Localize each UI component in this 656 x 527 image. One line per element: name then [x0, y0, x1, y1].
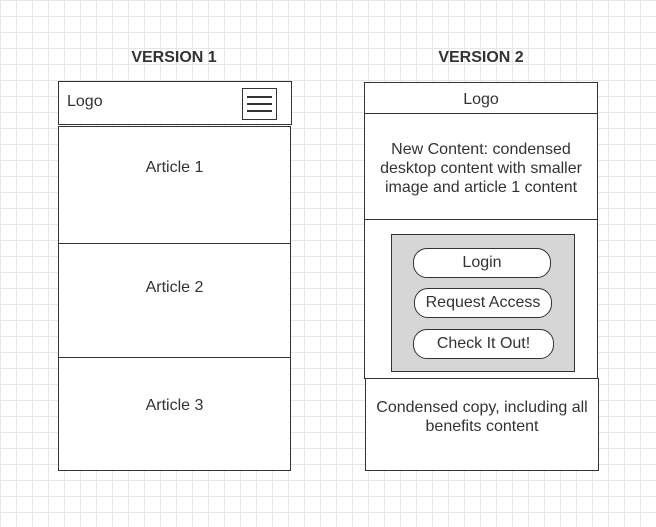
version-1-heading: VERSION 1	[131, 49, 217, 66]
v2-new-content-box: New Content: condensed desktop content w…	[364, 113, 598, 220]
cta-button-panel: Login Request Access Check It Out!	[391, 234, 575, 372]
v1-article-1: Article 1	[58, 126, 291, 244]
v1-article-3: Article 3	[58, 357, 291, 471]
new-content-text: New Content: condensed desktop content w…	[380, 141, 582, 196]
request-access-button[interactable]: Request Access	[414, 288, 552, 318]
v1-article-2: Article 2	[58, 243, 291, 358]
login-button[interactable]: Login	[413, 248, 551, 278]
v1-header-bar: Logo	[58, 81, 292, 125]
article-2-label: Article 2	[145, 279, 204, 296]
hamburger-menu-icon[interactable]	[242, 88, 277, 120]
article-3-label: Article 3	[145, 397, 204, 414]
v2-logo-bar: Logo	[364, 82, 598, 114]
v2-cta-section: Login Request Access Check It Out!	[364, 219, 598, 379]
article-1-label: Article 1	[145, 159, 204, 176]
v2-logo: Logo	[463, 91, 499, 108]
condensed-copy-text: Condensed copy, including all benefits c…	[376, 399, 588, 435]
version-2-heading: VERSION 2	[438, 49, 524, 66]
v1-logo: Logo	[67, 93, 103, 110]
check-it-out-button[interactable]: Check It Out!	[413, 329, 554, 359]
v2-condensed-copy-box: Condensed copy, including all benefits c…	[365, 378, 599, 471]
